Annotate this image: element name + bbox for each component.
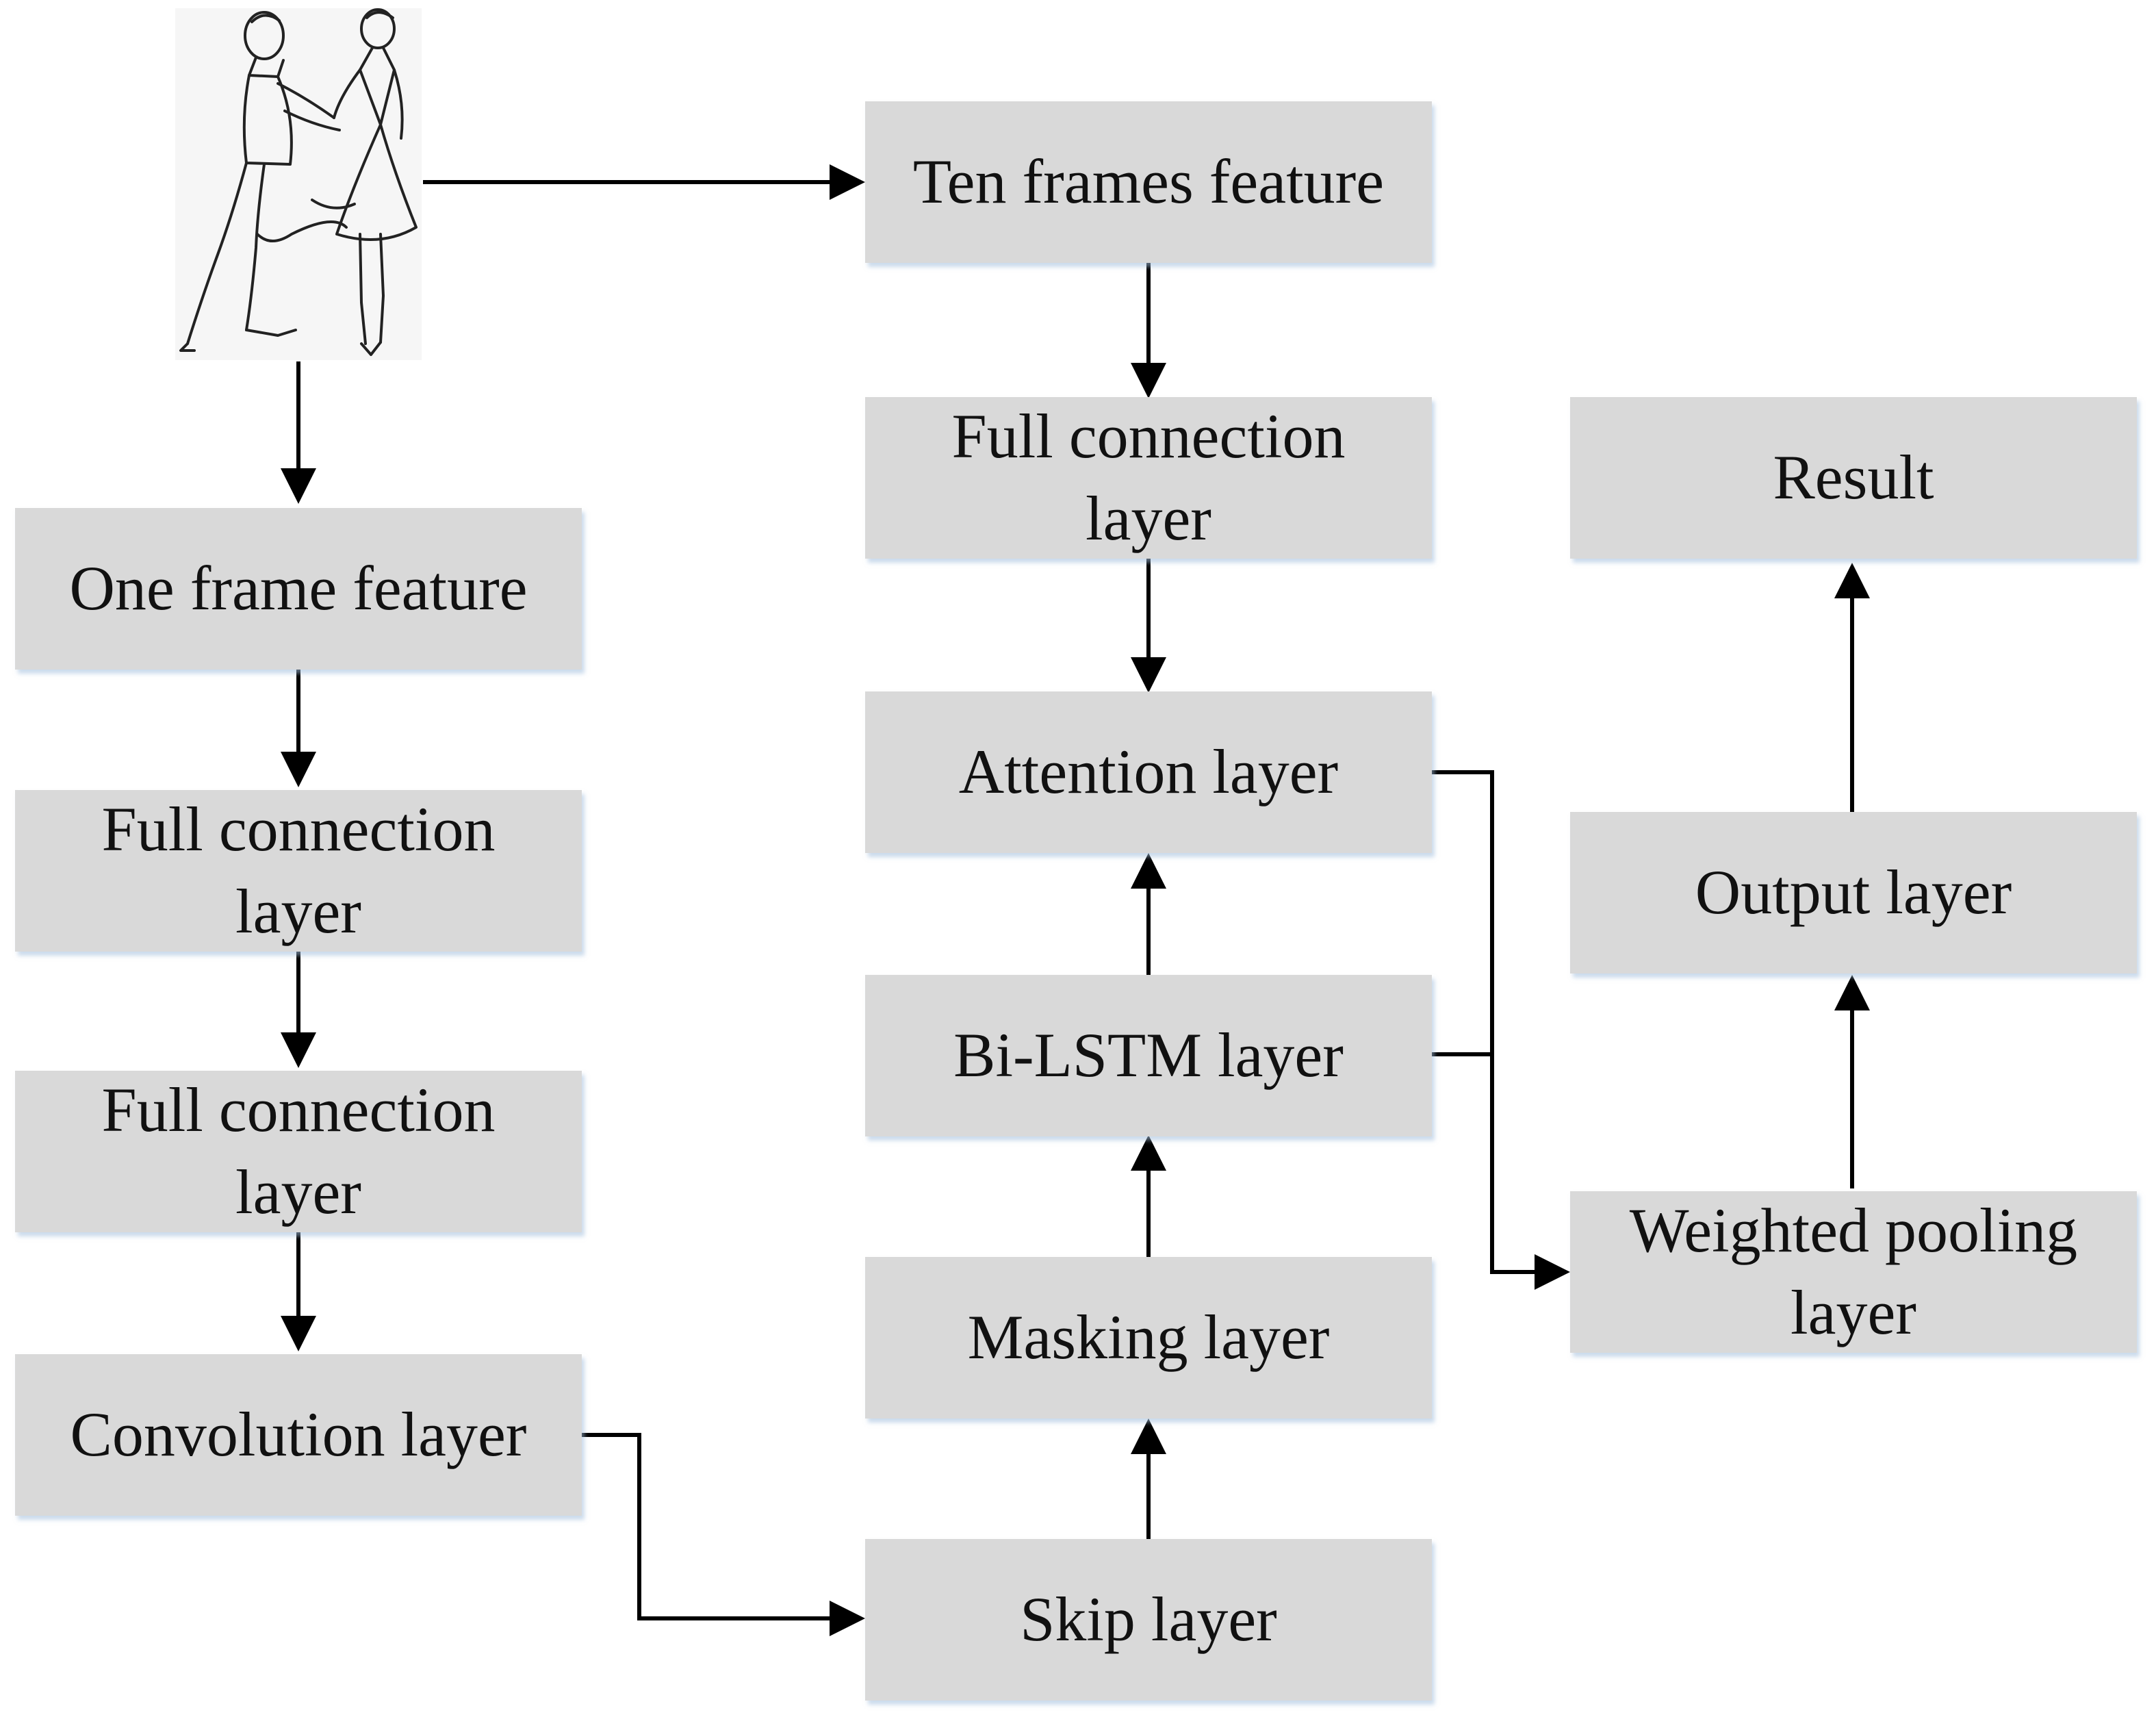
full-connection-layer-right-box: Full connection layer: [865, 397, 1432, 559]
full-connection-layer-right-label: Full connection layer: [951, 401, 1346, 553]
output-layer-label: Output layer: [1695, 857, 2012, 928]
output-layer-box: Output layer: [1570, 812, 2137, 974]
bi-lstm-layer-label: Bi-LSTM layer: [953, 1020, 1344, 1091]
weighted-pooling-layer-box: Weighted pooling layer: [1570, 1191, 2137, 1353]
full-connection-layer-left-1-box: Full connection layer: [15, 790, 582, 952]
ten-frames-feature-box: Ten frames feature: [865, 101, 1432, 263]
result-label: Result: [1773, 442, 1934, 513]
ten-frames-feature-label: Ten frames feature: [912, 147, 1385, 217]
ballet-dancers-sketch-icon: [175, 8, 422, 360]
full-connection-layer-left-2-label: Full connection layer: [101, 1075, 496, 1227]
weighted-pooling-layer-label: Weighted pooling layer: [1629, 1195, 2078, 1347]
one-frame-feature-label: One frame feature: [69, 553, 528, 624]
result-box: Result: [1570, 397, 2137, 559]
masking-layer-label: Masking layer: [967, 1302, 1330, 1373]
one-frame-feature-box: One frame feature: [15, 508, 582, 670]
attention-layer-box: Attention layer: [865, 691, 1432, 853]
masking-layer-box: Masking layer: [865, 1257, 1432, 1419]
skip-layer-box: Skip layer: [865, 1539, 1432, 1701]
attention-layer-label: Attention layer: [958, 737, 1339, 807]
full-connection-layer-left-2-box: Full connection layer: [15, 1071, 582, 1232]
full-connection-layer-left-1-label: Full connection layer: [101, 794, 496, 946]
skip-layer-label: Skip layer: [1020, 1584, 1277, 1655]
bi-lstm-layer-box: Bi-LSTM layer: [865, 975, 1432, 1136]
convolution-layer-box: Convolution layer: [15, 1354, 582, 1516]
convolution-layer-label: Convolution layer: [70, 1399, 527, 1470]
